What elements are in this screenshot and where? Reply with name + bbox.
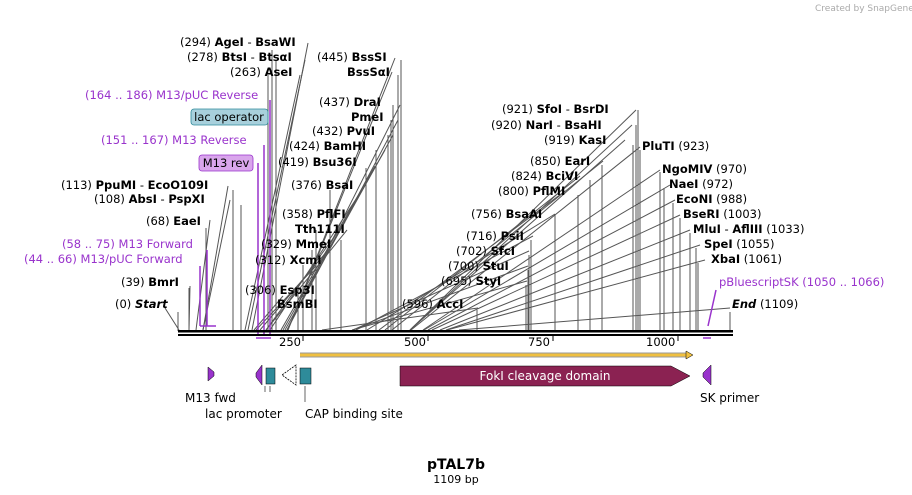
site-bssSalphaI: BssSαI	[347, 65, 390, 79]
plasmid-title: pTAL7b	[427, 457, 485, 473]
site-ageI: (294) AgeI - BsaWI	[180, 35, 296, 49]
site-tth111I: Tth111I	[295, 222, 345, 236]
cap-binding-site-feature	[299, 367, 312, 385]
primer-m13-puc-reverse: (164 .. 186) M13/pUC Reverse	[85, 88, 258, 102]
m13-rev-box	[198, 154, 254, 172]
site-xcmI: (312) XcmI	[255, 253, 322, 267]
site-pmeI: PmeI	[351, 110, 384, 124]
foki-label: FokI cleavage domain	[480, 369, 611, 383]
orf-arrowhead	[685, 350, 694, 360]
tick-500: 500	[404, 335, 426, 349]
site-ecoNI: EcoNI (988)	[676, 192, 747, 206]
site-absI: (108) AbsI - PspXI	[94, 192, 205, 206]
site-bsaAI: (756) BsaAI	[471, 207, 542, 221]
site-psiI: (716) PsiI	[466, 229, 524, 243]
plasmid-length: 1109 bp	[433, 473, 478, 486]
lac-operator-feature	[265, 367, 276, 385]
sk-primer-label: SK primer	[700, 391, 759, 405]
site-stuI: (700) StuI	[448, 259, 509, 273]
site-ngoMIV: NgoMIV (970)	[662, 162, 747, 176]
site-sfcI: (702) SfcI	[456, 244, 515, 258]
site-pflMI: (800) PflMI	[498, 184, 565, 198]
sequence-bar-top	[178, 330, 733, 333]
primer-m13-forward: (58 .. 75) M13 Forward	[62, 237, 193, 251]
m13-rev-feature	[255, 364, 263, 386]
lac-promoter-feature	[281, 364, 297, 386]
tick-1000: 1000	[646, 335, 675, 349]
site-bciVI: (824) BciVI	[511, 169, 578, 183]
site-eaeI: (68) EaeI	[146, 214, 201, 228]
site-pvuI: (432) PvuI	[312, 124, 375, 138]
site-start: (0) Start	[115, 297, 168, 311]
lac-promoter-label: lac promoter	[205, 407, 282, 421]
m13-rev-label: M13 rev	[203, 156, 250, 170]
site-bmrI: (39) BmrI	[121, 275, 179, 289]
site-accI: (596) AccI	[402, 297, 463, 311]
site-narI: (920) NarI - BsaHI	[491, 118, 602, 132]
primer-pbluescriptsk: pBluescriptSK (1050 .. 1066)	[719, 275, 884, 289]
site-naeI: NaeI (972)	[669, 177, 733, 191]
site-speI: SpeI (1055)	[704, 237, 775, 251]
site-bssSI: (445) BssSI	[317, 50, 387, 64]
tick-250: 250	[279, 335, 301, 349]
foki-cleavage-domain-feature	[399, 365, 691, 387]
site-bsmBI: BsmBI	[277, 297, 318, 311]
site-styI: (695) StyI	[441, 274, 501, 288]
site-bsaI: (376) BsaI	[291, 178, 353, 192]
site-ppuMI: (113) PpuMI - EcoO109I	[61, 178, 208, 192]
primer-lines	[199, 100, 717, 339]
site-btsI: (278) BtsI - BtsαI	[187, 50, 292, 64]
m13-fwd-label: M13 fwd	[185, 391, 236, 405]
site-sfoI: (921) SfoI - BsrDI	[502, 102, 609, 116]
site-earI: (850) EarI	[530, 154, 590, 168]
site-mluI: MluI - AflIII (1033)	[693, 222, 805, 236]
primer-m13-puc-forward: (44 .. 66) M13/pUC Forward	[24, 252, 183, 266]
m13-fwd-feature	[207, 366, 215, 382]
site-xbaI: XbaI (1061)	[711, 252, 782, 266]
primer-m13-reverse: (151 .. 167) M13 Reverse	[101, 133, 247, 147]
site-bamHI: (424) BamHI	[289, 139, 366, 153]
site-lines	[177, 50, 731, 331]
site-draI: (437) DraI	[319, 95, 381, 109]
cap-binding-site-label: CAP binding site	[305, 407, 403, 421]
lac-operator-box	[190, 108, 269, 126]
site-mmeI: (329) MmeI	[261, 237, 331, 251]
sk-primer-feature	[702, 364, 712, 386]
site-aseI: (263) AseI	[230, 65, 292, 79]
lac-operator-label: lac operator	[194, 110, 264, 124]
sequence-bar-bottom	[178, 334, 733, 336]
site-kasI: (919) KasI	[544, 133, 606, 147]
site-pluTI: PluTI (923)	[642, 139, 709, 153]
site-esp3I: (306) Esp3I	[245, 283, 315, 297]
tick-750: 750	[528, 335, 550, 349]
snapgene-credit: Created by SnapGene	[815, 4, 912, 14]
site-leaders	[164, 42, 731, 331]
site-bseRI: BseRI (1003)	[683, 207, 761, 221]
site-bsu36I: (419) Bsu36I	[278, 155, 357, 169]
axis-ticks	[302, 336, 679, 341]
site-pflFI: (358) PflFI	[282, 207, 346, 221]
site-end: End (1109)	[732, 297, 798, 311]
